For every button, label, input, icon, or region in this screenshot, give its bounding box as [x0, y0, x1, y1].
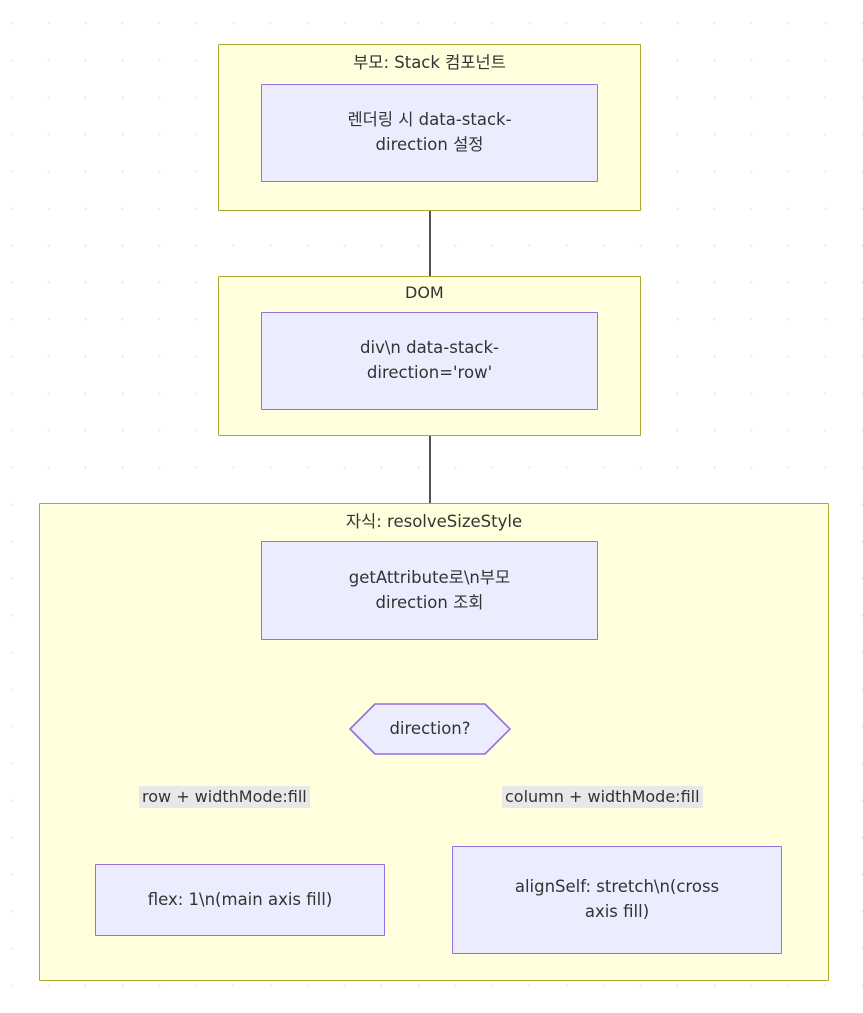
node-render-set-line-2: direction 설정	[375, 135, 484, 154]
node-get-attribute-label: getAttribute로\n부모 direction 조회	[349, 566, 511, 616]
node-render-set-label: 렌더링 시 data-stack- direction 설정	[347, 108, 511, 158]
node-align-self-line-1: alignSelf: stretch\n(cross	[514, 877, 720, 897]
hexagon-shape	[349, 703, 511, 755]
edge-label-dom: DOM	[405, 283, 444, 302]
node-render-set-data-stack-direction[interactable]: 렌더링 시 data-stack- direction 설정	[261, 84, 598, 182]
node-dom-div-line-2: direction='row'	[366, 363, 493, 382]
node-align-self-line-2: axis fill)	[584, 902, 650, 921]
node-dom-div-line-1: div\n data-stack-	[360, 338, 499, 358]
node-flex-main-axis-label: flex: 1\n(main axis fill)	[147, 889, 333, 909]
cluster-child-title: 자식: resolveSizeStyle	[345, 512, 523, 531]
node-align-self-label: alignSelf: stretch\n(cross axis fill)	[515, 875, 719, 925]
node-direction-decision-label: direction?	[389, 718, 471, 738]
edge-label-column-width-mode-fill: column + widthMode:fill	[502, 786, 703, 808]
edge-label-row-width-mode-fill: row + widthMode:fill	[139, 786, 310, 808]
node-flex-main-axis-fill[interactable]: flex: 1\n(main axis fill)	[95, 864, 385, 936]
node-dom-div-label: div\n data-stack- direction='row'	[360, 336, 499, 386]
node-render-set-line-1: 렌더링 시 data-stack-	[347, 110, 512, 130]
node-direction-decision[interactable]: direction?	[349, 703, 511, 755]
node-align-self-cross-axis-fill[interactable]: alignSelf: stretch\n(cross axis fill)	[452, 846, 782, 954]
node-get-attribute-line-2: direction 조회	[375, 592, 484, 612]
node-dom-div-element[interactable]: div\n data-stack- direction='row'	[261, 312, 598, 410]
cluster-parent-title: 부모: Stack 컴포넌트	[353, 53, 506, 72]
node-get-attribute-parent-direction[interactable]: getAttribute로\n부모 direction 조회	[261, 541, 598, 640]
node-get-attribute-line-1: getAttribute로\n부모	[348, 567, 511, 587]
